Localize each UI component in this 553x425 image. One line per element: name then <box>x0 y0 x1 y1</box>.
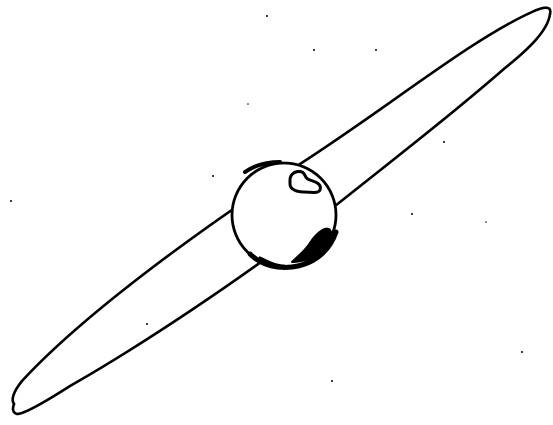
speckle <box>10 200 12 202</box>
speckle <box>443 141 445 143</box>
speckle <box>266 15 268 17</box>
speckle <box>212 175 214 177</box>
speckle <box>146 323 148 325</box>
speckle <box>247 103 249 105</box>
speckle <box>313 49 315 51</box>
speckle <box>485 221 487 223</box>
speckle <box>375 49 377 51</box>
speckle <box>411 213 413 215</box>
speckle <box>331 380 333 382</box>
speckle <box>521 351 523 353</box>
